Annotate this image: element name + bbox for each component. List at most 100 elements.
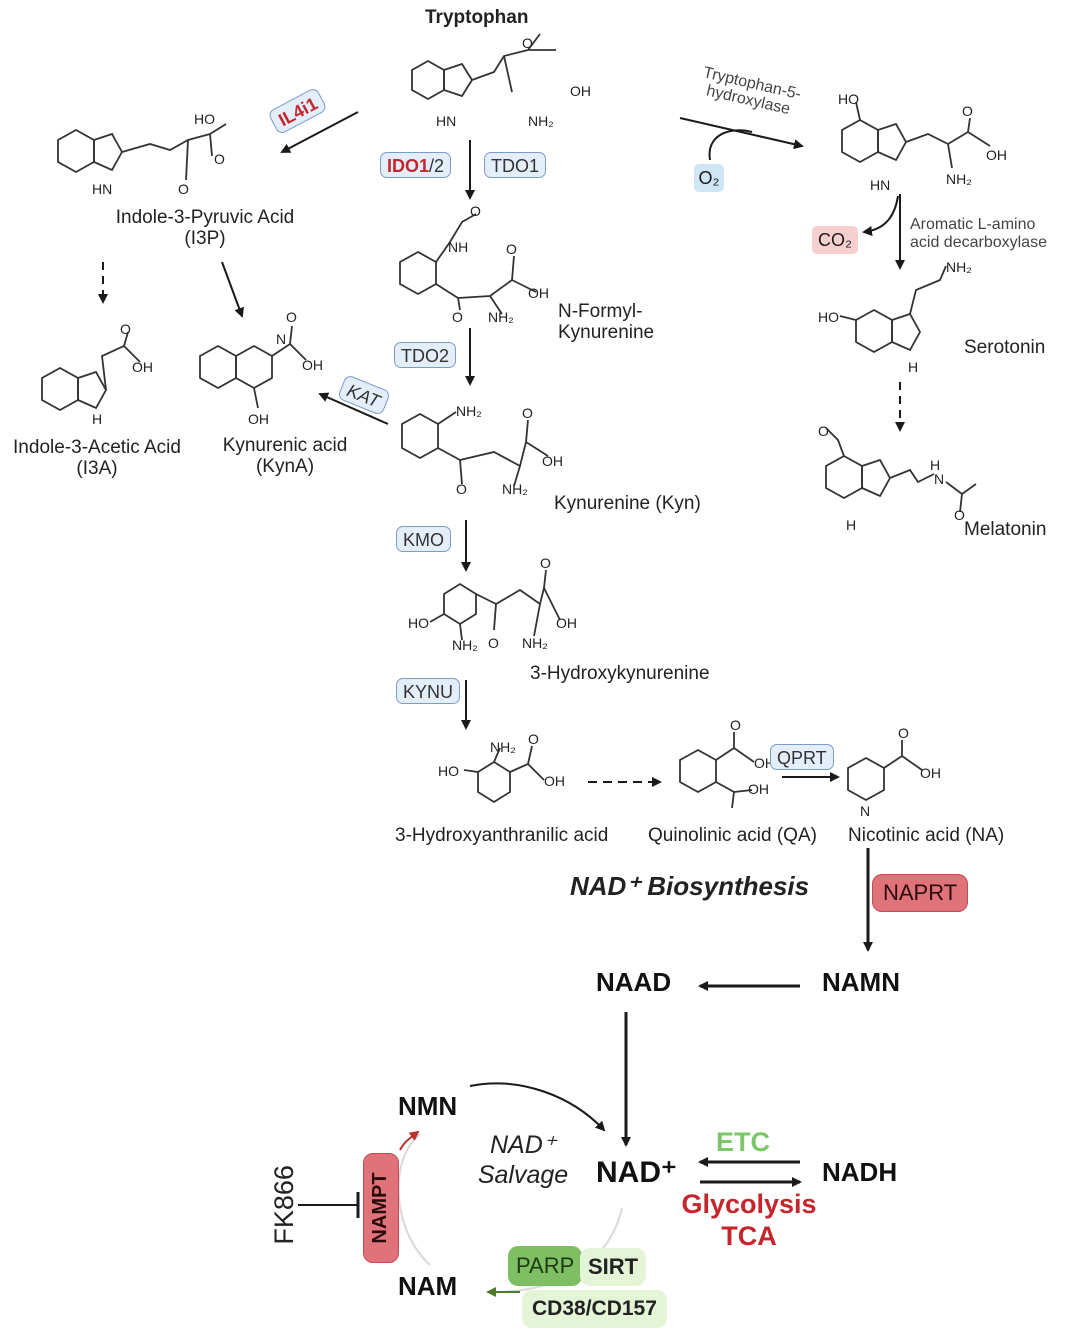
nmn-label: NMN bbox=[398, 1091, 458, 1121]
svg-text:NH₂: NH₂ bbox=[502, 481, 528, 497]
arrow-nmn-to-nad bbox=[469, 1082, 606, 1132]
nformyl-line1: N-Formyl- bbox=[558, 301, 643, 322]
qa-label: Quinolinic acid (QA) bbox=[648, 825, 817, 846]
enzyme-tdo2: TDO2 bbox=[394, 342, 457, 368]
arrow-co2-out bbox=[862, 195, 899, 236]
svg-text:HN: HN bbox=[92, 181, 112, 197]
fk866-label: FK866 bbox=[269, 1165, 300, 1245]
svg-text:H: H bbox=[92, 411, 102, 427]
svg-text:OH: OH bbox=[302, 357, 323, 373]
svg-text:OH: OH bbox=[544, 773, 565, 789]
svg-text:OH: OH bbox=[986, 147, 1007, 163]
svg-text:O: O bbox=[522, 35, 533, 51]
svg-text:O: O bbox=[898, 725, 909, 741]
na-label: Nicotinic acid (NA) bbox=[848, 825, 1005, 846]
svg-text:H: H bbox=[846, 517, 856, 533]
svg-text:N: N bbox=[860, 803, 870, 819]
serotonin-label: Serotonin bbox=[964, 337, 1046, 358]
kyna-structure bbox=[199, 325, 307, 409]
kyn-label: Kynurenine (Kyn) bbox=[554, 493, 701, 514]
o2-badge: O₂ bbox=[694, 164, 724, 192]
svg-text:HO: HO bbox=[838, 91, 859, 107]
arrow-o2-in bbox=[708, 129, 753, 161]
svg-text:HO: HO bbox=[408, 615, 429, 631]
arrow-kyn-to-kyna bbox=[318, 392, 389, 425]
svg-text:O: O bbox=[452, 309, 463, 325]
svg-text:HN: HN bbox=[436, 113, 456, 129]
3hk-structure bbox=[429, 569, 561, 641]
atom-labels: OH NH₂ HN O HO HN O O OH O H N OH O OH N… bbox=[92, 35, 1007, 819]
tryptophan-structure bbox=[411, 33, 556, 101]
svg-text:NH₂: NH₂ bbox=[946, 171, 972, 187]
serotonin-structure bbox=[839, 265, 947, 354]
aadc-line2: acid decarboxylase bbox=[910, 234, 1047, 252]
enzyme-naprt: NAPRT bbox=[872, 874, 969, 912]
glycolysis-text: Glycolysis bbox=[681, 1189, 817, 1219]
svg-text:OH: OH bbox=[248, 411, 269, 427]
svg-text:OH: OH bbox=[754, 755, 775, 771]
co2-badge: CO₂ bbox=[812, 226, 858, 254]
svg-text:O: O bbox=[522, 405, 533, 421]
svg-text:HO: HO bbox=[194, 111, 215, 127]
nformyl-line2: Kynurenine bbox=[558, 321, 655, 343]
svg-text:NH₂: NH₂ bbox=[490, 739, 516, 755]
naad-label: NAAD bbox=[596, 967, 672, 997]
svg-text:HN: HN bbox=[870, 177, 890, 193]
svg-text:H: H bbox=[908, 359, 918, 375]
svg-text:NH₂: NH₂ bbox=[946, 259, 972, 275]
enzyme-sirt: SIRT bbox=[580, 1248, 647, 1286]
svg-text:NH₂: NH₂ bbox=[528, 113, 554, 129]
svg-text:O: O bbox=[488, 635, 499, 651]
enzyme-tdo1: TDO1 bbox=[484, 152, 547, 178]
svg-text:HO: HO bbox=[818, 309, 839, 325]
3haa-structure bbox=[463, 745, 545, 804]
svg-text:O: O bbox=[456, 481, 467, 497]
enzyme-cd38: CD38/CD157 bbox=[522, 1290, 667, 1328]
namn-label: NAMN bbox=[822, 967, 900, 997]
svg-text:O: O bbox=[286, 309, 297, 325]
svg-text:N: N bbox=[934, 471, 944, 487]
3haa-label: 3-Hydroxyanthranilic acid bbox=[395, 825, 609, 846]
svg-text:O: O bbox=[540, 555, 551, 571]
enzyme-aadc: Aromatic L-amino acid decarboxylase bbox=[910, 216, 1047, 253]
svg-text:NH₂: NH₂ bbox=[456, 403, 482, 419]
melatonin-structure bbox=[825, 427, 977, 513]
salvage-line2: Salvage bbox=[477, 1161, 569, 1189]
i3p-name: Indole-3-Pyruvic Acid bbox=[115, 207, 295, 228]
etc-label: ETC bbox=[716, 1127, 770, 1157]
svg-text:O: O bbox=[506, 241, 517, 257]
glycolysis-tca-label: Glycolysis TCA bbox=[674, 1188, 824, 1253]
i3a-abbr: (I3A) bbox=[76, 457, 118, 479]
nadh-label: NADH bbox=[822, 1157, 898, 1187]
nad-plus-label: NAD⁺ bbox=[596, 1156, 677, 1189]
ido1-text: IDO1 bbox=[387, 156, 430, 176]
ido-suffix-text: /2 bbox=[429, 156, 445, 176]
arrow-trp-to-5htp bbox=[679, 117, 804, 150]
nformyl-label: N-Formyl- Kynurenine bbox=[558, 301, 655, 344]
i3p-abbr: (I3P) bbox=[184, 227, 226, 249]
svg-text:OH: OH bbox=[570, 83, 591, 99]
tryptophan-label: Tryptophan bbox=[425, 7, 529, 28]
nam-label: NAM bbox=[398, 1271, 458, 1301]
nad-biosynthesis-label: NAD⁺ Biosynthesis bbox=[570, 871, 810, 901]
enzyme-qprt: QPRT bbox=[770, 744, 834, 770]
svg-text:O: O bbox=[120, 321, 131, 337]
enzyme-nampt: NAMPT bbox=[363, 1153, 399, 1263]
kyna-label: Kynurenic acid (KynA) bbox=[210, 435, 360, 478]
tca-text: TCA bbox=[721, 1221, 777, 1252]
kyna-abbr: (KynA) bbox=[255, 455, 315, 477]
i3a-name: Indole-3-Acetic Acid bbox=[13, 437, 181, 458]
i3p-structure bbox=[57, 123, 227, 181]
svg-text:O: O bbox=[818, 423, 829, 439]
3hk-label: 3-Hydroxykynurenine bbox=[530, 663, 710, 684]
svg-text:O: O bbox=[178, 181, 189, 197]
aadc-line1: Aromatic L-amino bbox=[910, 216, 1036, 233]
5htp-structure bbox=[841, 101, 991, 169]
na-structure bbox=[847, 740, 923, 802]
svg-text:O: O bbox=[730, 717, 741, 733]
svg-text:NH₂: NH₂ bbox=[522, 635, 548, 651]
svg-text:OH: OH bbox=[132, 359, 153, 375]
svg-text:H: H bbox=[930, 457, 940, 473]
svg-text:N: N bbox=[276, 331, 286, 347]
